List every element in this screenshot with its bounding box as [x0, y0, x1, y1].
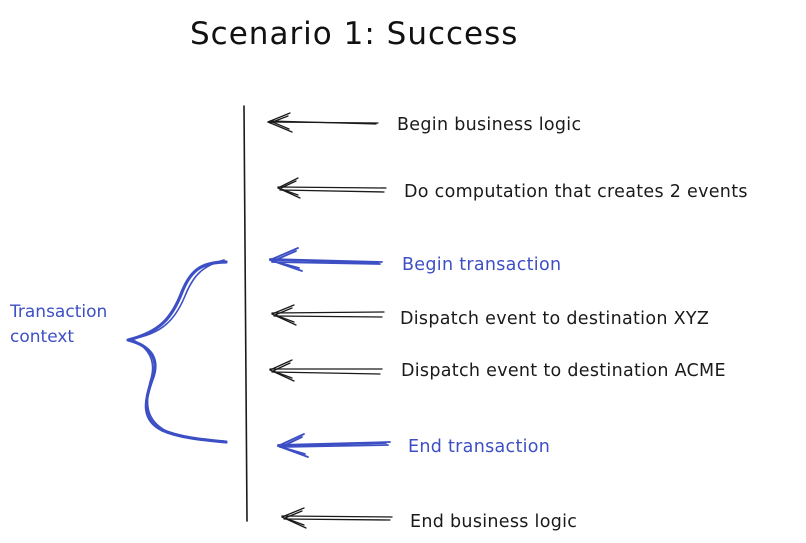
arrow-icon	[267, 112, 379, 133]
context-label-line1: Transaction	[9, 302, 107, 322]
step-label: Dispatch event to destination XYZ	[400, 309, 709, 329]
step-label: End business logic	[410, 512, 577, 532]
arrow-icon	[277, 433, 391, 458]
arrow-icon	[277, 177, 387, 199]
step-label: Do computation that creates 2 events	[404, 182, 748, 202]
step-end-business-logic: End business logic	[281, 507, 577, 532]
arrow-icon	[269, 359, 383, 382]
step-dispatch-acme: Dispatch event to destination ACME	[269, 359, 726, 382]
step-label: Begin transaction	[402, 255, 561, 275]
step-label: Dispatch event to destination ACME	[401, 361, 726, 381]
step-dispatch-xyz: Dispatch event to destination XYZ	[271, 304, 709, 329]
transaction-brace	[126, 259, 228, 444]
step-label: End transaction	[408, 437, 550, 457]
step-end-transaction: End transaction	[277, 433, 550, 458]
step-label: Begin business logic	[397, 115, 581, 135]
arrow-icon	[269, 247, 383, 272]
step-do-computation: Do computation that creates 2 events	[277, 177, 748, 202]
timeline-line	[243, 105, 248, 522]
diagram-title: Scenario 1: Success	[190, 16, 518, 52]
arrow-icon	[271, 304, 385, 326]
step-begin-business-logic: Begin business logic	[267, 112, 581, 135]
arrow-icon	[281, 507, 393, 529]
step-begin-transaction: Begin transaction	[269, 247, 561, 275]
context-label-line2: context	[10, 327, 74, 347]
